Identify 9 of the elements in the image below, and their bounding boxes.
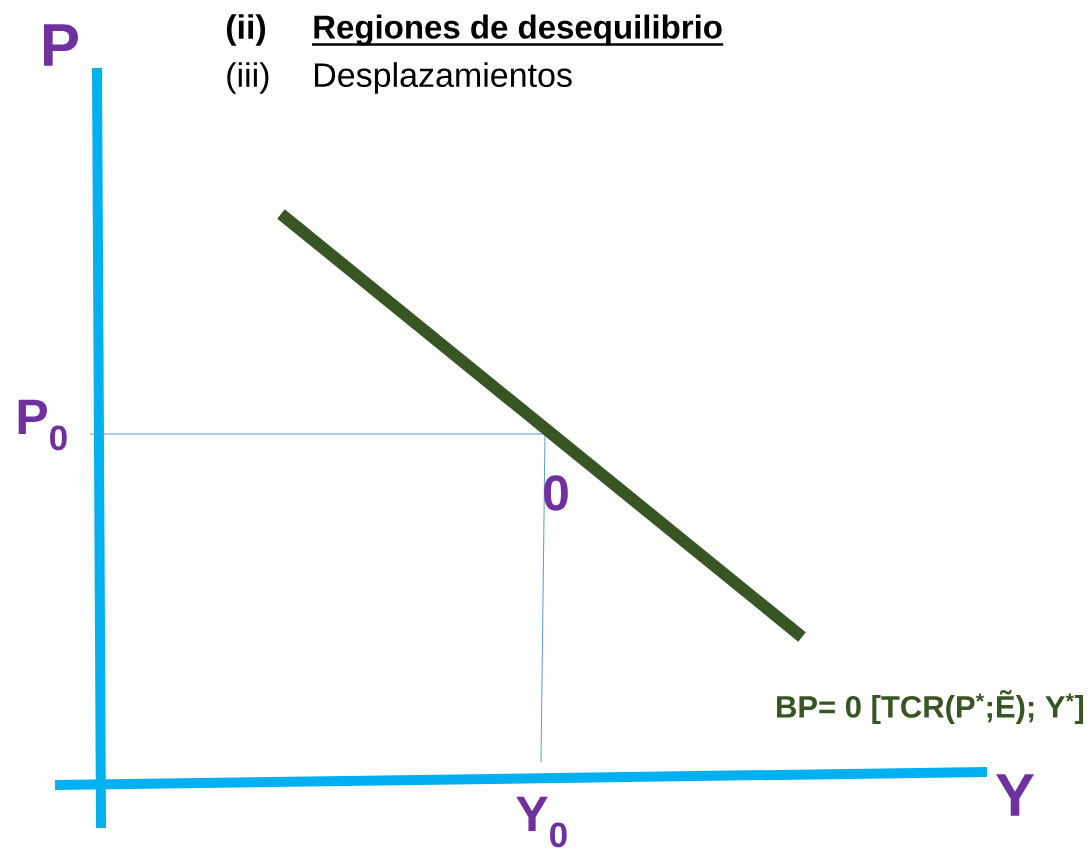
axis-label: P: [44, 24, 78, 66]
heading-number: (ii): [226, 14, 266, 46]
heading-number: (iii): [227, 62, 269, 94]
heading-text: Desplazamientos: [315, 62, 572, 94]
axis-label: Y: [996, 774, 1035, 816]
point-label: Y$_{0}$: [516, 796, 567, 848]
curve-label: BP= 0 [TCR(P$^{*}$;Ẽ); Y$^{*}$]: [777, 690, 1084, 724]
heading-text: Regiones de desequilibrio: [312, 14, 724, 46]
point-label: P$_{0}$: [18, 399, 67, 451]
